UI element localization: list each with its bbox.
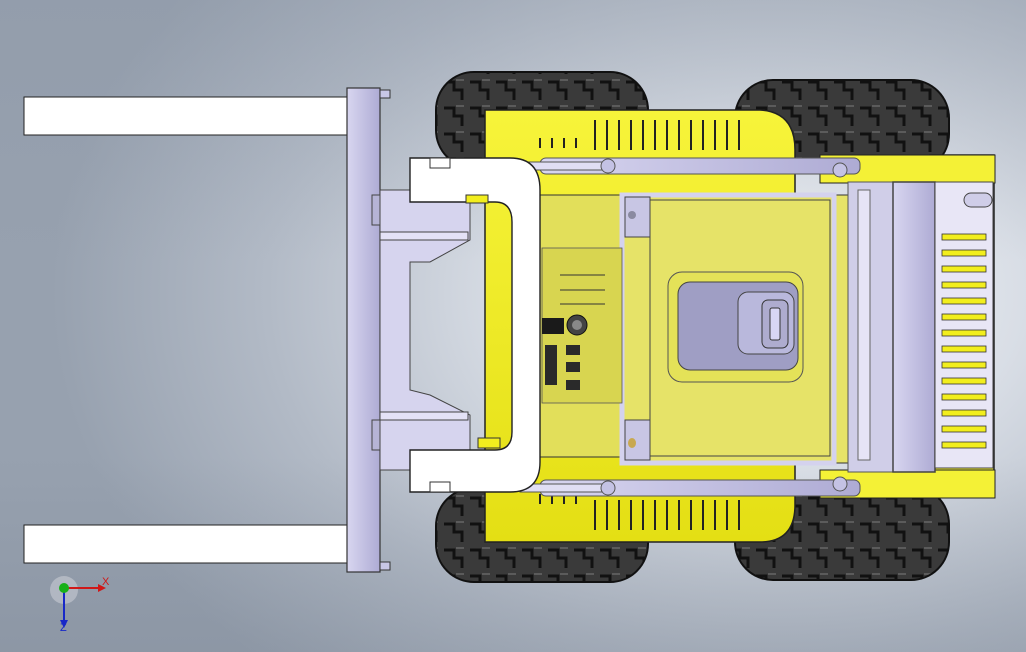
fork-carriage: [346, 87, 471, 573]
x-axis-label: X: [102, 576, 110, 588]
vent-slots-top: [594, 120, 740, 150]
operator-seat: [667, 271, 804, 383]
lift-arms: [519, 157, 936, 497]
fork-tine-top: [23, 96, 351, 136]
rear-grill: [934, 181, 994, 469]
fork-tine-bottom: [23, 524, 351, 564]
axis-triad: [50, 572, 120, 636]
z-axis-label: Z: [60, 622, 67, 634]
vent-slots-bottom: [594, 500, 740, 530]
quick-attach-bail: [409, 157, 541, 493]
